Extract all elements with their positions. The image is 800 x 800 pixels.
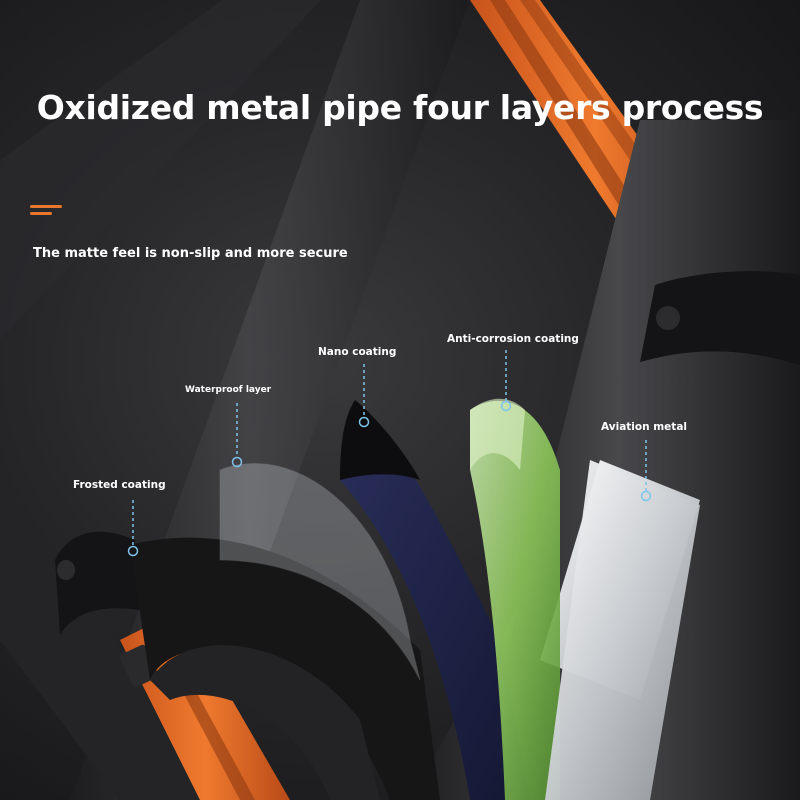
- layer-label-anti-corrosion-coating: Anti-corrosion coating: [447, 333, 579, 345]
- accent-bar-top: [30, 205, 62, 208]
- callout-dots: [127, 400, 652, 557]
- layer-label-nano-coating: Nano coating: [318, 346, 397, 358]
- left-clamp: [55, 531, 140, 635]
- layer-sheets: [130, 398, 700, 800]
- subtitle: The matte feel is non-slip and more secu…: [33, 246, 348, 261]
- accent-bar-bottom: [30, 212, 52, 215]
- page-title: Oxidized metal pipe four layers process: [36, 88, 764, 127]
- layer-label-aviation-metal: Aviation metal: [601, 421, 688, 433]
- layer-label-waterproof-layer: Waterproof layer: [185, 385, 272, 395]
- callout-lines: [132, 350, 647, 546]
- layer-label-frosted-coating: Frosted coating: [73, 479, 166, 491]
